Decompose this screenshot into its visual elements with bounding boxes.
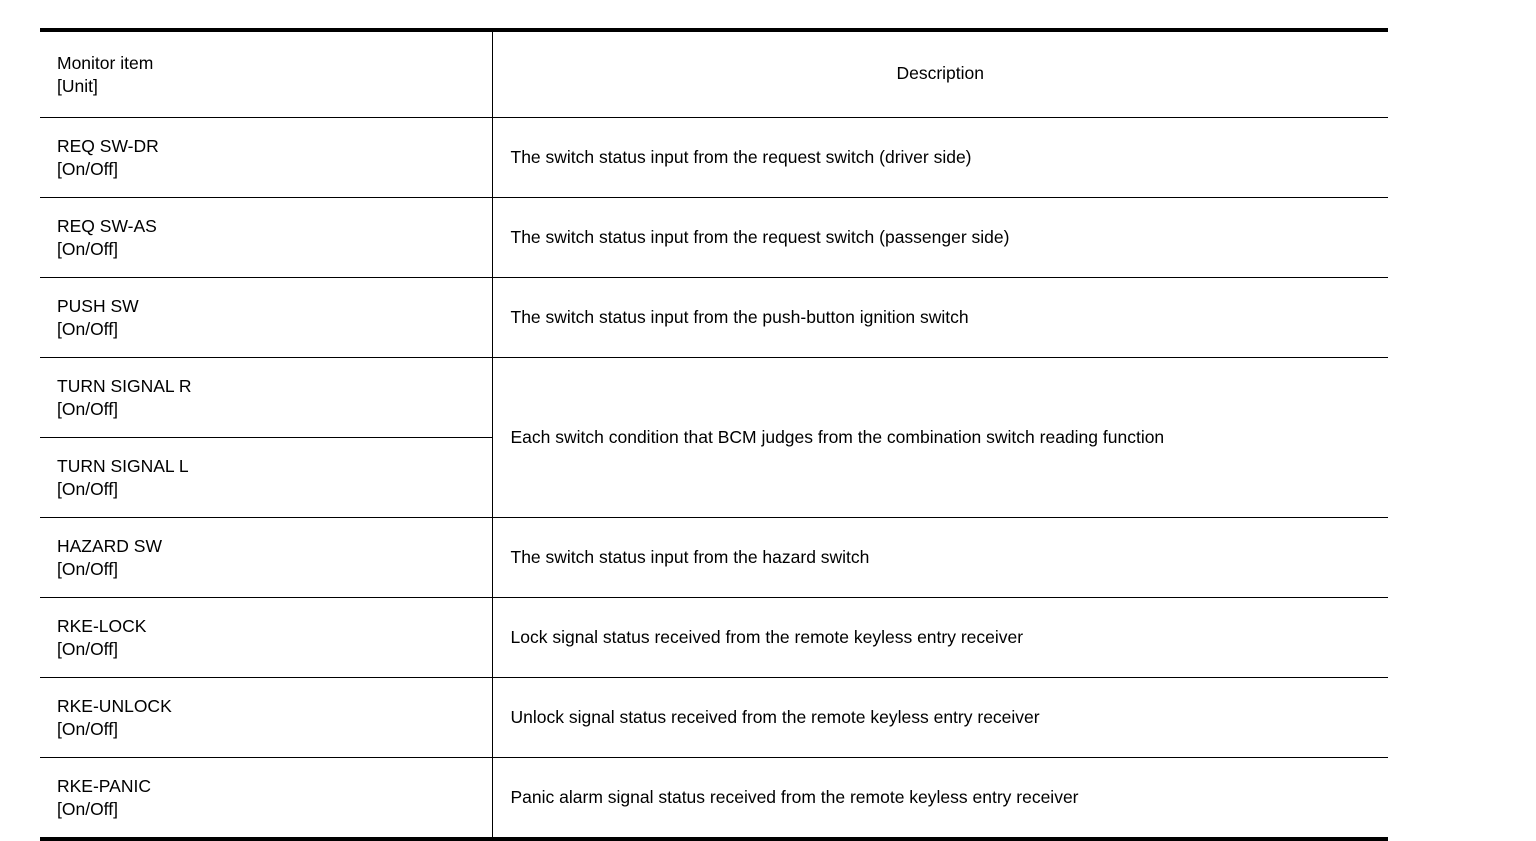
monitor-item-cell: PUSH SW [On/Off]: [40, 277, 493, 358]
monitor-item-cell: RKE-LOCK [On/Off]: [40, 597, 493, 678]
description-cell-merged: Each switch condition that BCM judges fr…: [492, 357, 1388, 518]
monitor-item-cell: HAZARD SW [On/Off]: [40, 517, 493, 598]
monitor-item-name: TURN SIGNAL L: [57, 455, 189, 476]
column-header-description: Description: [492, 28, 1388, 118]
monitor-item-cell: RKE-UNLOCK [On/Off]: [40, 677, 493, 758]
monitor-item-unit: [On/Off]: [57, 798, 118, 819]
description-cell: Unlock signal status received from the r…: [492, 677, 1388, 758]
monitor-item-cell: REQ SW-DR [On/Off]: [40, 117, 493, 198]
description-cell: The switch status input from the request…: [492, 197, 1388, 278]
monitor-item-unit: [On/Off]: [57, 718, 118, 739]
description-cell: The switch status input from the hazard …: [492, 517, 1388, 598]
monitor-item-unit: [On/Off]: [57, 238, 118, 259]
monitor-item-cell: REQ SW-AS [On/Off]: [40, 197, 493, 278]
column-header-monitor-item-unit: [Unit]: [57, 75, 98, 96]
table-row: PUSH SW [On/Off] The switch status input…: [40, 277, 1388, 358]
column-header-monitor-item-line1: Monitor item: [57, 52, 154, 73]
description-cell: Lock signal status received from the rem…: [492, 597, 1388, 678]
table-row: TURN SIGNAL R [On/Off] Each switch condi…: [40, 357, 1388, 518]
table-row: RKE-UNLOCK [On/Off] Unlock signal status…: [40, 677, 1388, 758]
monitor-item-name: PUSH SW: [57, 295, 139, 316]
table-header: Monitor item [Unit] Description: [40, 28, 1388, 118]
monitor-item-name: REQ SW-DR: [57, 135, 159, 156]
monitor-item-unit: [On/Off]: [57, 318, 118, 339]
monitor-item-name: RKE-PANIC: [57, 775, 151, 796]
monitor-item-unit: [On/Off]: [57, 638, 118, 659]
monitor-item-cell: TURN SIGNAL R [On/Off]: [40, 357, 493, 438]
monitor-item-unit: [On/Off]: [57, 158, 118, 179]
monitor-item-unit: [On/Off]: [57, 558, 118, 579]
table-row: REQ SW-DR [On/Off] The switch status inp…: [40, 117, 1388, 198]
table-row: RKE-PANIC [On/Off] Panic alarm signal st…: [40, 757, 1388, 841]
monitor-item-name: RKE-UNLOCK: [57, 695, 172, 716]
table-row: RKE-LOCK [On/Off] Lock signal status rec…: [40, 597, 1388, 678]
monitor-item-name: TURN SIGNAL R: [57, 375, 192, 396]
monitor-item-cell: TURN SIGNAL L [On/Off]: [40, 437, 493, 518]
monitor-item-name: RKE-LOCK: [57, 615, 147, 636]
description-cell: The switch status input from the push-bu…: [492, 277, 1388, 358]
monitor-item-description-table: Monitor item [Unit] Description REQ SW-D…: [40, 28, 1388, 841]
table-header-row: Monitor item [Unit] Description: [40, 28, 1388, 118]
page-canvas: Monitor item [Unit] Description REQ SW-D…: [40, 28, 1388, 841]
table-row: TURN SIGNAL L [On/Off]: [40, 437, 1388, 518]
column-header-monitor-item: Monitor item [Unit]: [40, 28, 493, 118]
description-cell: The switch status input from the request…: [492, 117, 1388, 198]
monitor-item-cell: RKE-PANIC [On/Off]: [40, 757, 493, 841]
description-cell: Panic alarm signal status received from …: [492, 757, 1388, 841]
table-row: REQ SW-AS [On/Off] The switch status inp…: [40, 197, 1388, 278]
monitor-item-unit: [On/Off]: [57, 478, 118, 499]
monitor-item-name: HAZARD SW: [57, 535, 162, 556]
table-body: REQ SW-DR [On/Off] The switch status inp…: [40, 117, 1388, 841]
monitor-item-unit: [On/Off]: [57, 398, 118, 419]
monitor-item-name: REQ SW-AS: [57, 215, 157, 236]
table-row: HAZARD SW [On/Off] The switch status inp…: [40, 517, 1388, 598]
